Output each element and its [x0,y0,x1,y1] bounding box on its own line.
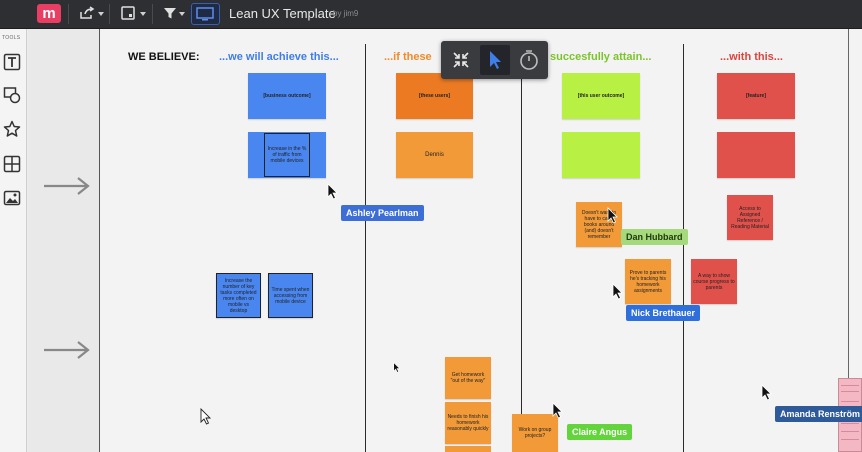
shape-tool-icon[interactable] [3,86,21,104]
share-button[interactable] [74,3,104,25]
sticky-note[interactable]: [business outcome] [248,73,326,119]
arrow-right-icon [44,177,90,195]
column-divider [683,44,684,452]
sticky-note[interactable] [717,132,795,178]
top-toolbar: m Lean UX Template by jim9 [0,0,862,29]
header-attain: succesfully attain... [550,51,652,63]
collaborator-tag: Claire Angus [567,424,633,440]
presentation-button[interactable] [191,3,220,25]
cursor-icon [761,384,772,401]
board-border [99,29,100,452]
image-tool-icon[interactable] [3,189,21,207]
collaborator-tag: Amanda Renström [775,406,862,422]
toolbar-divider [109,4,110,24]
chevron-down-icon [98,12,104,16]
sticky-note[interactable]: [this user outcome] [562,73,640,119]
sticky-note[interactable]: [these users] [396,73,473,119]
sticky-note[interactable]: A way to show course progress to parents [691,259,737,304]
sticky-note[interactable]: Work on group projects? [512,414,558,452]
cursor-icon [552,402,563,419]
column-divider [521,44,522,452]
text-tool-icon[interactable] [3,53,21,71]
tools-sidebar: TOOLS [0,29,27,452]
header-we-believe: WE BELIEVE: [128,51,200,63]
pointer-icon[interactable] [480,45,510,75]
local-cursor-icon [200,408,212,425]
header-achieve: ...we will achieve this... [219,51,339,63]
column-divider [365,44,366,452]
star-tool-icon[interactable] [3,120,21,138]
collaborator-tag: Dan Hubbard [621,229,688,245]
app-logo[interactable]: m [37,4,61,23]
collapse-icon[interactable] [446,45,476,75]
sticky-note[interactable]: Access to Assigned Reference / Reading M… [727,195,773,240]
tools-label: TOOLS [2,35,21,41]
board-right-edge [848,29,849,409]
sticky-note[interactable] [445,446,491,452]
sticky-note[interactable]: Increase in the % of traffic from mobile… [248,132,326,178]
collaborator-tag: Nick Brethauer [626,305,701,321]
cursor-icon [612,283,623,300]
share-icon [80,6,95,19]
floating-toolbar [441,41,548,79]
sticky-note[interactable]: Increase the number of key tasks complet… [216,273,261,318]
frame-button[interactable] [115,3,147,25]
header-with-this: ...with this... [720,51,783,63]
sticky-note[interactable]: Time spent when accessing from mobile de… [268,273,313,318]
arrow-right-icon [44,341,90,359]
sticky-note[interactable]: Needs to finish his homework reasonably … [445,402,491,444]
filter-icon [164,8,176,19]
template-tool-icon[interactable] [3,155,21,173]
cursor-icon [607,207,618,224]
collaborator-tag: Ashley Pearlman [341,205,424,221]
selected-sticky-note[interactable]: Increase in the % of traffic from mobile… [264,133,310,177]
sticky-note[interactable] [562,132,640,178]
timer-icon[interactable] [514,45,544,75]
sticky-note[interactable]: Doesn't want to have to carry books arou… [576,202,622,247]
chevron-down-icon [179,12,185,16]
toolbar-divider [68,4,69,24]
sticky-note[interactable]: Prove to parents he's tracking his homew… [625,259,671,304]
cursor-icon [327,183,338,200]
sticky-note[interactable]: Dennis [396,132,473,178]
screen-icon [196,7,214,21]
chevron-down-icon [140,12,146,16]
board-owner: by jim9 [333,9,359,18]
filter-button[interactable] [158,3,186,25]
sticky-note[interactable]: Get homework "out of the way" [445,357,491,399]
sticky-note[interactable]: [feature] [717,73,795,119]
header-if-these: ...if these [384,51,432,63]
frame-icon [121,6,135,20]
board-title[interactable]: Lean UX Template [229,6,336,21]
toolbar-divider [152,4,153,24]
cursor-icon [393,362,401,373]
